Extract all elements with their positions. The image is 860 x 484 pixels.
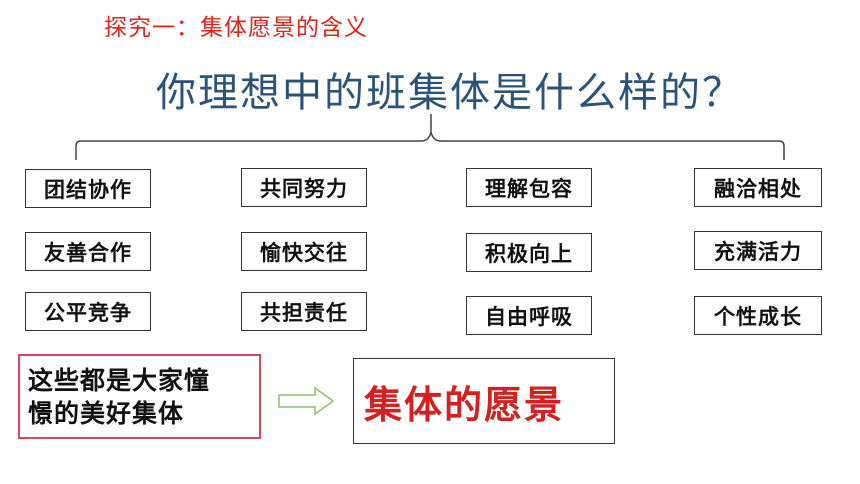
right-arrow-icon xyxy=(278,386,335,416)
trait-box-ronghexiangchu: 融洽相处 xyxy=(694,168,822,207)
trait-box-lijiebaorong: 理解包容 xyxy=(466,168,592,207)
trait-box-gongpingjingzheng: 公平竞争 xyxy=(25,292,151,331)
trait-box-gongdanzeren: 共担责任 xyxy=(241,292,367,331)
summary-line-1: 这些都是大家憧 xyxy=(28,366,211,395)
main-question: 你理想中的班集体是什么样的？ xyxy=(156,70,744,116)
trait-box-jijixiangshang: 积极向上 xyxy=(466,233,592,272)
trait-box-ziyouhuxi: 自由呼吸 xyxy=(466,296,592,335)
trait-box-gongtongnuli: 共同努力 xyxy=(241,168,367,207)
vision-label: 集体的愿景 xyxy=(353,358,615,444)
brace-connector xyxy=(75,114,785,160)
trait-box-yukuaijiaowang: 愉快交往 xyxy=(241,232,367,271)
summary-statement: 这些都是大家憧 憬的美好集体 xyxy=(18,354,261,439)
trait-box-youshanhezuo: 友善合作 xyxy=(25,232,151,271)
trait-box-tuanjiexiezuo: 团结协作 xyxy=(25,169,151,208)
section-title: 探究一：集体愿景的含义 xyxy=(104,15,368,41)
summary-line-2: 憬的美好集体 xyxy=(28,399,185,428)
trait-box-gexingchengzhang: 个性成长 xyxy=(694,296,822,335)
trait-box-chongmanhuoli: 充满活力 xyxy=(694,231,822,270)
